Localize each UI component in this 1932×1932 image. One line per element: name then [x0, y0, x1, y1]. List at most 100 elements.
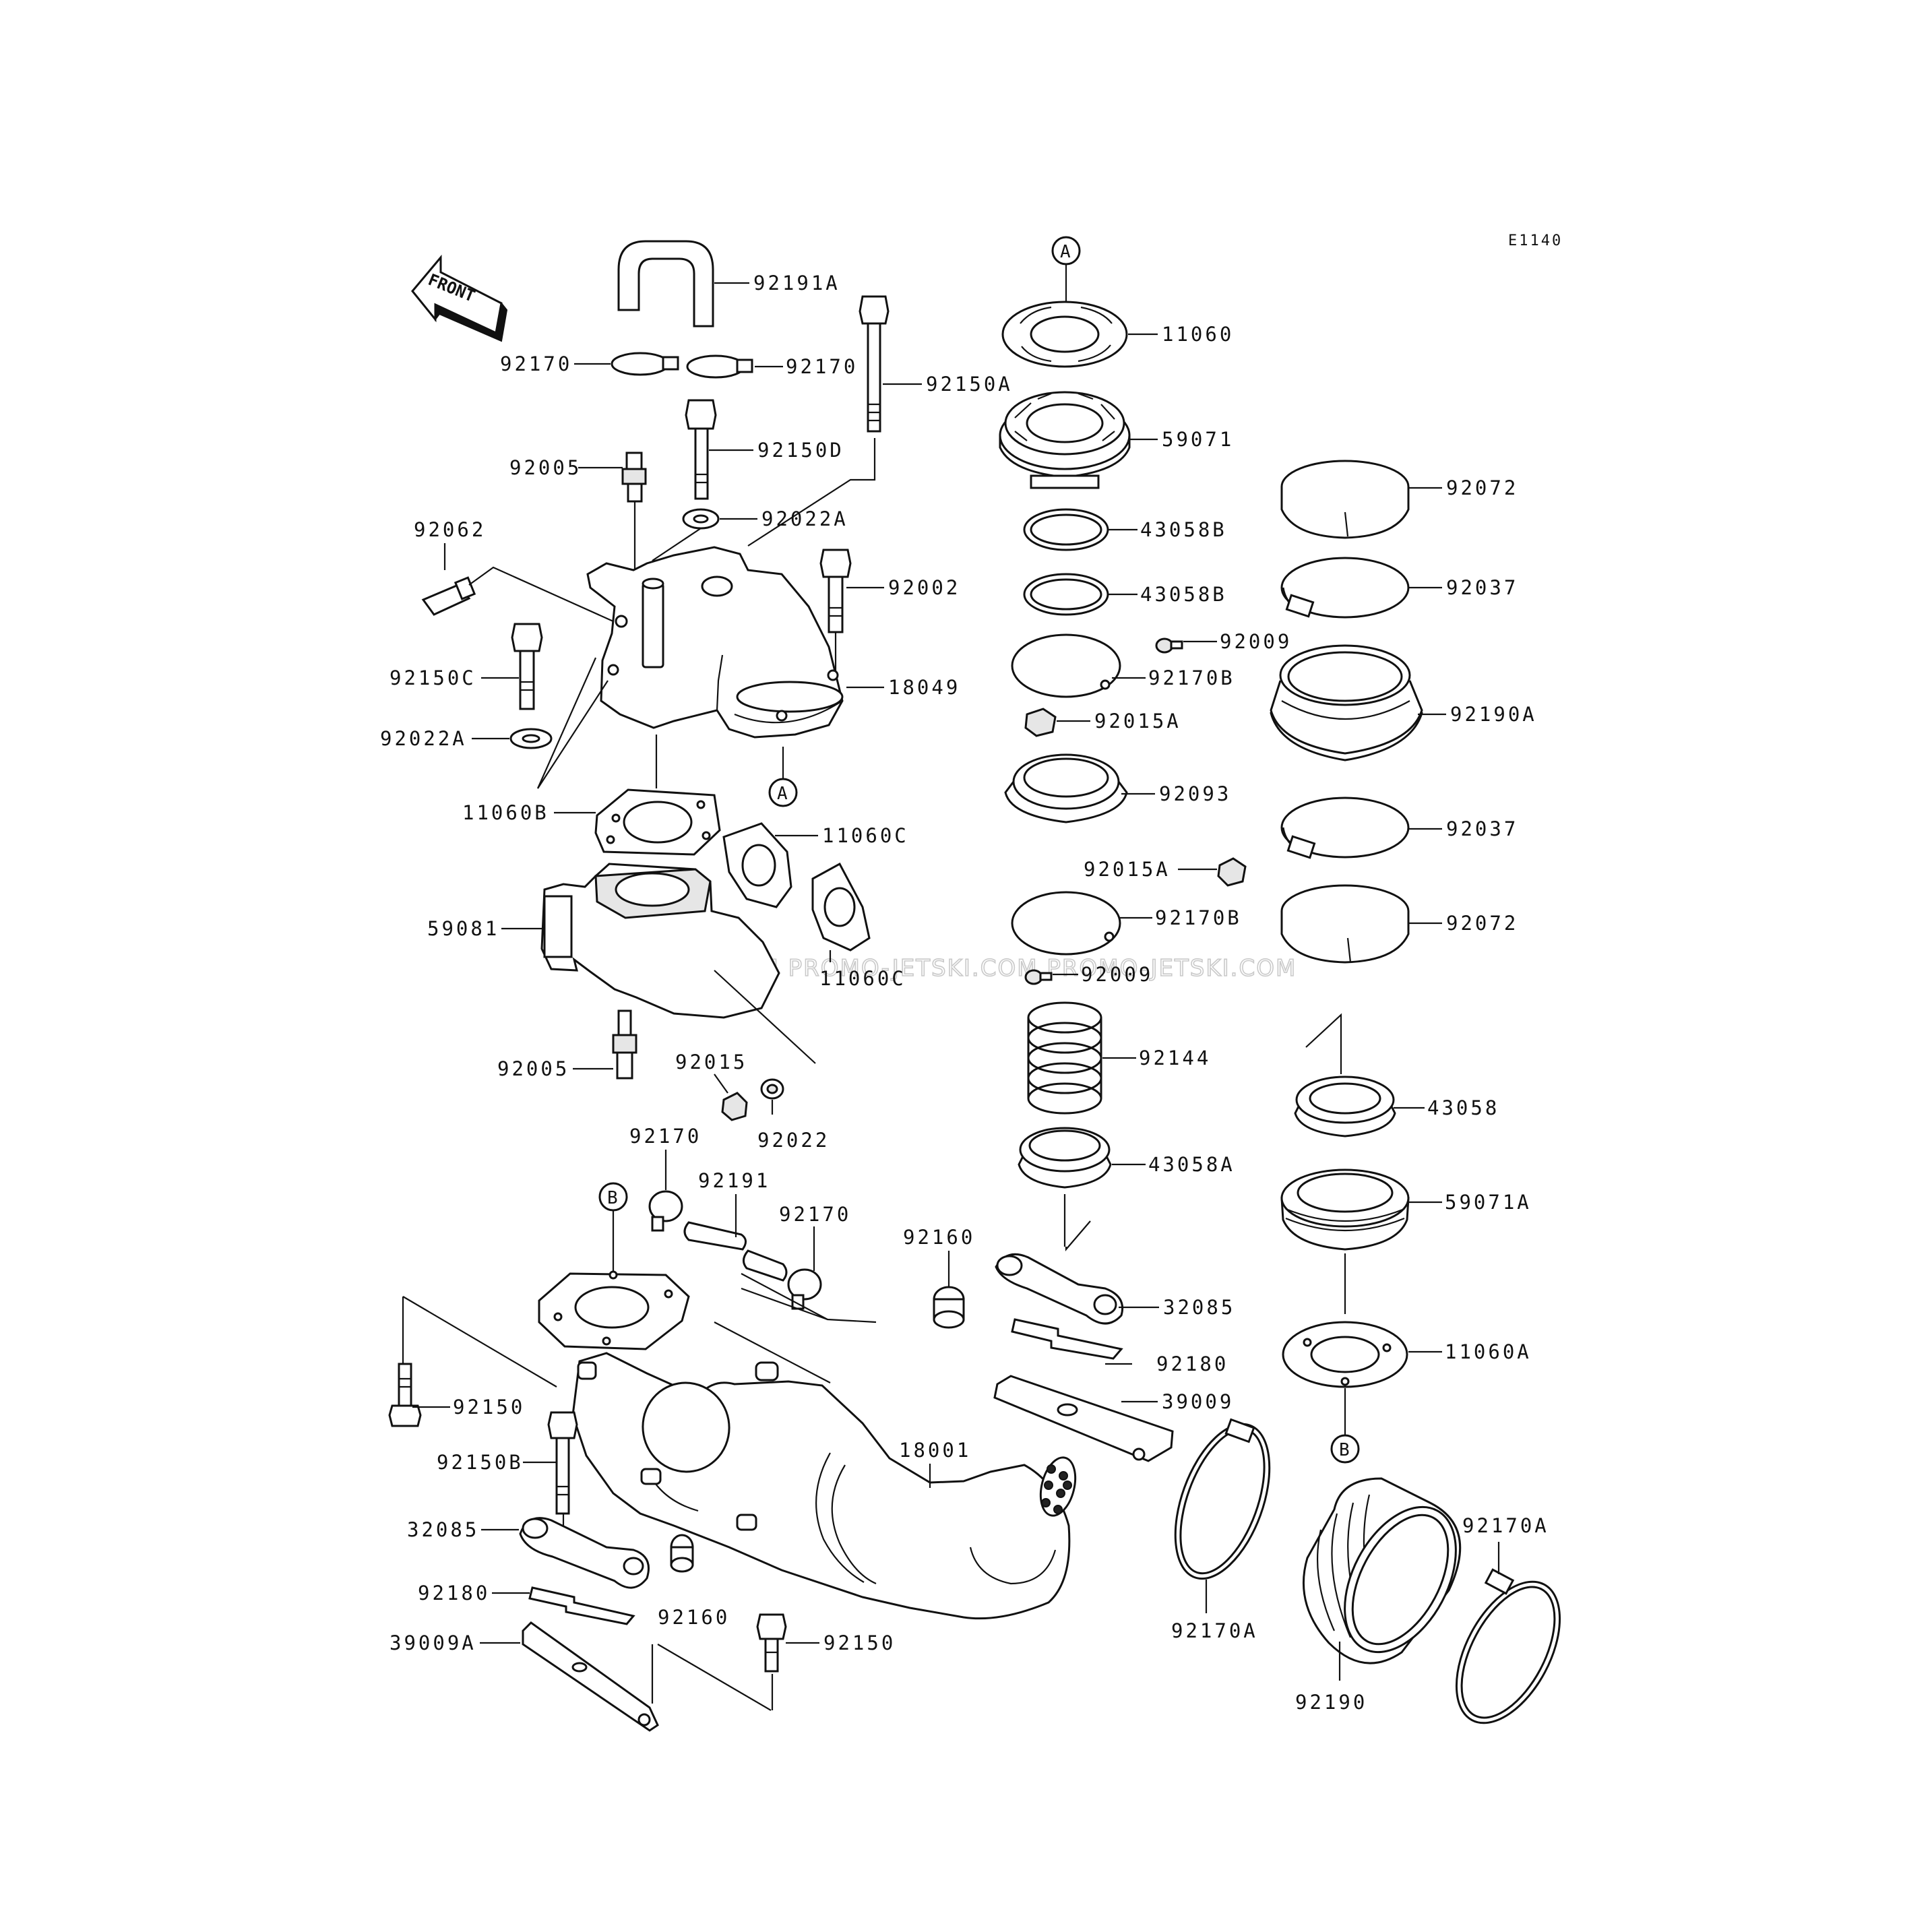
label-92005-bottom: 92005	[497, 1057, 569, 1080]
label-92150B: 92150B	[437, 1451, 524, 1474]
label-11060C-bottom: 11060C	[819, 967, 906, 990]
label-92150A: 92150A	[926, 373, 1013, 396]
bushing-92160-top	[933, 1286, 965, 1329]
diagram-code: E1140	[1508, 232, 1563, 249]
label-92160-top: 92160	[903, 1226, 975, 1249]
label-92015A-bottom: 92015A	[1084, 858, 1171, 881]
label-92170-left: 92170	[500, 352, 572, 375]
bolt-92150-bottom	[756, 1613, 787, 1673]
circlip-92170B-top	[1011, 633, 1121, 698]
label-32085-left: 32085	[407, 1518, 479, 1541]
link-bracket-32085-left	[519, 1517, 650, 1589]
label-92022A-left: 92022A	[380, 727, 467, 750]
washer-92022	[760, 1078, 784, 1100]
hose-clamp-92170-right	[686, 354, 753, 379]
gasket-11060	[1001, 301, 1128, 368]
spring-92144	[1027, 1001, 1102, 1115]
label-92072-top: 92072	[1446, 476, 1518, 499]
label-92150-left: 92150	[453, 1396, 525, 1419]
bracket-39009	[993, 1375, 1174, 1462]
label-92062: 92062	[414, 518, 486, 541]
svg-text:B: B	[607, 1188, 618, 1208]
pin-92062	[421, 576, 476, 616]
label-43058B-lower: 43058B	[1140, 583, 1227, 606]
bracket-39009A	[522, 1621, 659, 1732]
bolt-92002	[819, 549, 852, 633]
link-bracket-32085-right	[995, 1253, 1123, 1325]
nut-92015A-bottom	[1217, 857, 1247, 887]
label-92191: 92191	[698, 1169, 770, 1192]
label-92190A: 92190A	[1450, 703, 1537, 726]
ref-marker-a-left: A	[768, 778, 798, 807]
muffler-18001	[571, 1352, 1077, 1620]
band-92072-top	[1280, 460, 1410, 539]
label-43058: 43058	[1427, 1096, 1499, 1119]
svg-text:A: A	[1060, 242, 1071, 262]
seal-92093	[1004, 753, 1128, 823]
boot-92190	[1303, 1477, 1462, 1664]
label-11060B: 11060B	[462, 801, 549, 824]
label-92037-bottom: 92037	[1446, 817, 1518, 840]
label-92015A-top: 92015A	[1094, 710, 1181, 733]
bolt-92150A	[859, 295, 890, 433]
plate-92180-right	[1011, 1318, 1123, 1360]
circlip-92170B-bottom	[1011, 891, 1121, 956]
plate-92180-left	[528, 1586, 635, 1625]
bolt-92150-left	[388, 1363, 422, 1427]
exhaust-pipe-59081	[540, 863, 780, 1019]
label-59081: 59081	[427, 917, 499, 940]
label-11060C-top: 11060C	[822, 824, 909, 847]
label-92022A-top: 92022A	[761, 507, 848, 530]
label-92150D: 92150D	[757, 439, 844, 462]
label-92180-right: 92180	[1156, 1352, 1228, 1375]
label-43058B-upper: 43058B	[1140, 518, 1227, 541]
fitting-92005-top	[621, 451, 647, 503]
bearing-housing-59071	[999, 391, 1131, 489]
gasket-11060C-lower	[811, 862, 871, 952]
bearing-housing-59071A	[1280, 1168, 1410, 1251]
seal-ring-43058B-upper	[1023, 508, 1109, 551]
nut-92015A-top	[1024, 708, 1057, 737]
label-32085-right: 32085	[1163, 1296, 1235, 1319]
label-92190: 92190	[1295, 1691, 1367, 1714]
label-92072-bottom: 92072	[1446, 912, 1518, 935]
label-92170B-top: 92170B	[1148, 666, 1235, 689]
hose-clamp-92170A-right	[1455, 1568, 1561, 1724]
label-92170-right: 92170	[786, 355, 858, 378]
label-92170-center-right: 92170	[779, 1203, 851, 1226]
label-59071A: 59071A	[1445, 1191, 1532, 1214]
label-92144: 92144	[1139, 1047, 1211, 1069]
hose-clamp-92170A-left	[1174, 1418, 1271, 1580]
seal-ring-43058B-lower	[1023, 573, 1109, 616]
label-92093: 92093	[1159, 782, 1231, 805]
bolt-92150B	[547, 1411, 578, 1515]
fitting-92005-bottom	[612, 1009, 637, 1080]
hose-clamp-92170-left	[611, 352, 679, 376]
label-92180-left: 92180	[418, 1582, 490, 1604]
screw-92009-bottom	[1024, 969, 1053, 985]
label-92022: 92022	[757, 1129, 830, 1152]
label-39009: 39009	[1162, 1390, 1234, 1413]
screw-92009-top	[1155, 637, 1183, 654]
hose-clamp-92170-center-right	[787, 1268, 822, 1310]
clamp-92037-top	[1280, 557, 1410, 619]
ref-marker-a-top: A	[1051, 236, 1081, 266]
label-92005-top: 92005	[509, 456, 582, 479]
hose-clamp-92170-center-left	[648, 1190, 683, 1232]
label-59071: 59071	[1162, 428, 1234, 451]
label-18001: 18001	[899, 1439, 971, 1462]
washer-92022A-top	[682, 508, 720, 530]
front-arrow-icon: FRONT	[411, 254, 508, 342]
label-92009-top: 92009	[1220, 630, 1292, 653]
svg-text:B: B	[1339, 1440, 1350, 1460]
label-11060: 11060	[1162, 323, 1234, 346]
gasket-11060C-upper	[722, 822, 792, 908]
label-92150-bottom: 92150	[823, 1631, 896, 1654]
bolt-92150D	[685, 399, 717, 500]
ref-marker-b-right: B	[1330, 1434, 1360, 1464]
exhaust-manifold-18049	[586, 546, 844, 739]
clamp-92037-bottom	[1280, 797, 1410, 859]
bolt-92150C	[511, 623, 543, 710]
seal-43058A	[1018, 1127, 1112, 1189]
label-92037-top: 92037	[1446, 576, 1518, 599]
